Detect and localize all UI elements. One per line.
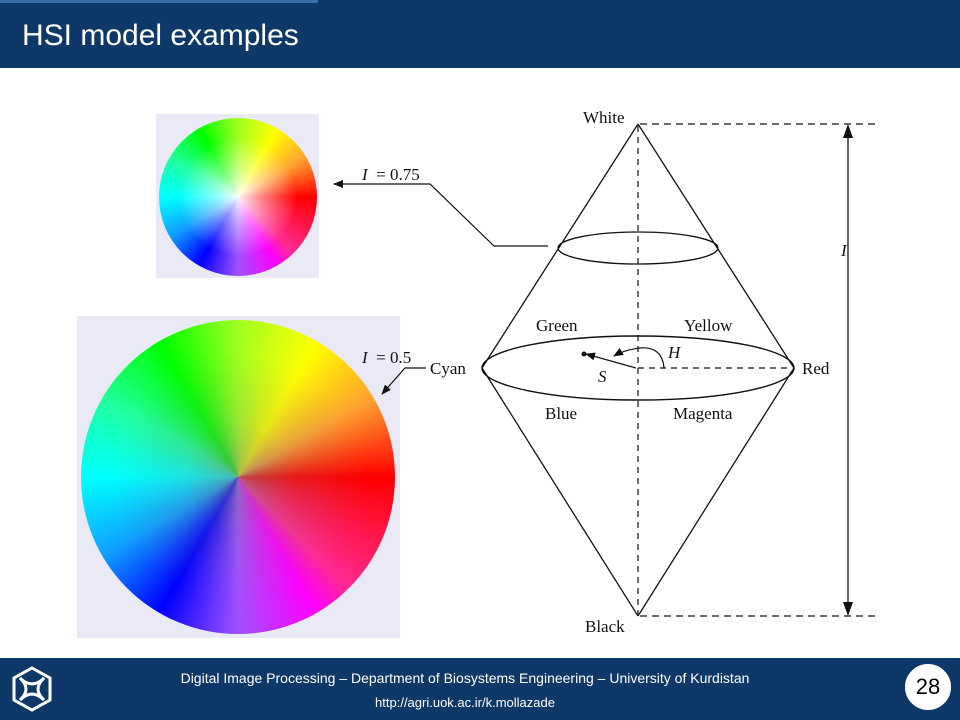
footer-url: http://agri.uok.ac.ir/k.mollazade — [375, 695, 555, 710]
hsi-double-cone-diagram: White Black Cyan Red Green Yellow Blue M… — [333, 108, 880, 636]
label-hue: H — [667, 343, 682, 362]
hue-ellipse — [481, 335, 795, 401]
label-white: White — [583, 108, 625, 127]
university-logo-icon — [12, 666, 52, 712]
hsi-disc-intensity-05 — [77, 316, 400, 638]
hsi-disc-intensity-075 — [156, 114, 319, 278]
saturation-vector — [585, 352, 637, 369]
cone-outline — [481, 123, 795, 617]
label-saturation: S — [598, 367, 607, 386]
label-intensity-075: I = 0.75 — [361, 165, 420, 184]
footer-course-info: Digital Image Processing – Department of… — [180, 670, 750, 686]
page-number-badge: 28 — [902, 661, 954, 713]
label-green: Green — [536, 316, 578, 335]
hue-angle-arc — [613, 347, 665, 369]
label-intensity-05: I = 0.5 — [361, 348, 411, 367]
upper-ellipse — [557, 231, 719, 265]
color-wheel-mid — [81, 320, 395, 634]
slide-header: HSI model examples — [0, 0, 960, 68]
label-yellow: Yellow — [684, 316, 733, 335]
color-wheel-bright — [159, 118, 317, 276]
label-black: Black — [585, 617, 625, 636]
label-axis-i: I — [840, 241, 848, 260]
header-accent-bar — [0, 0, 318, 3]
slide-title: HSI model examples — [22, 19, 299, 52]
leader-line-075 — [333, 180, 548, 247]
leader-line-05 — [381, 367, 426, 395]
label-red: Red — [802, 359, 830, 378]
label-blue: Blue — [545, 404, 577, 423]
label-cyan: Cyan — [430, 359, 466, 378]
label-magenta: Magenta — [673, 404, 733, 423]
slide-footer: Digital Image Processing – Department of… — [0, 658, 960, 720]
